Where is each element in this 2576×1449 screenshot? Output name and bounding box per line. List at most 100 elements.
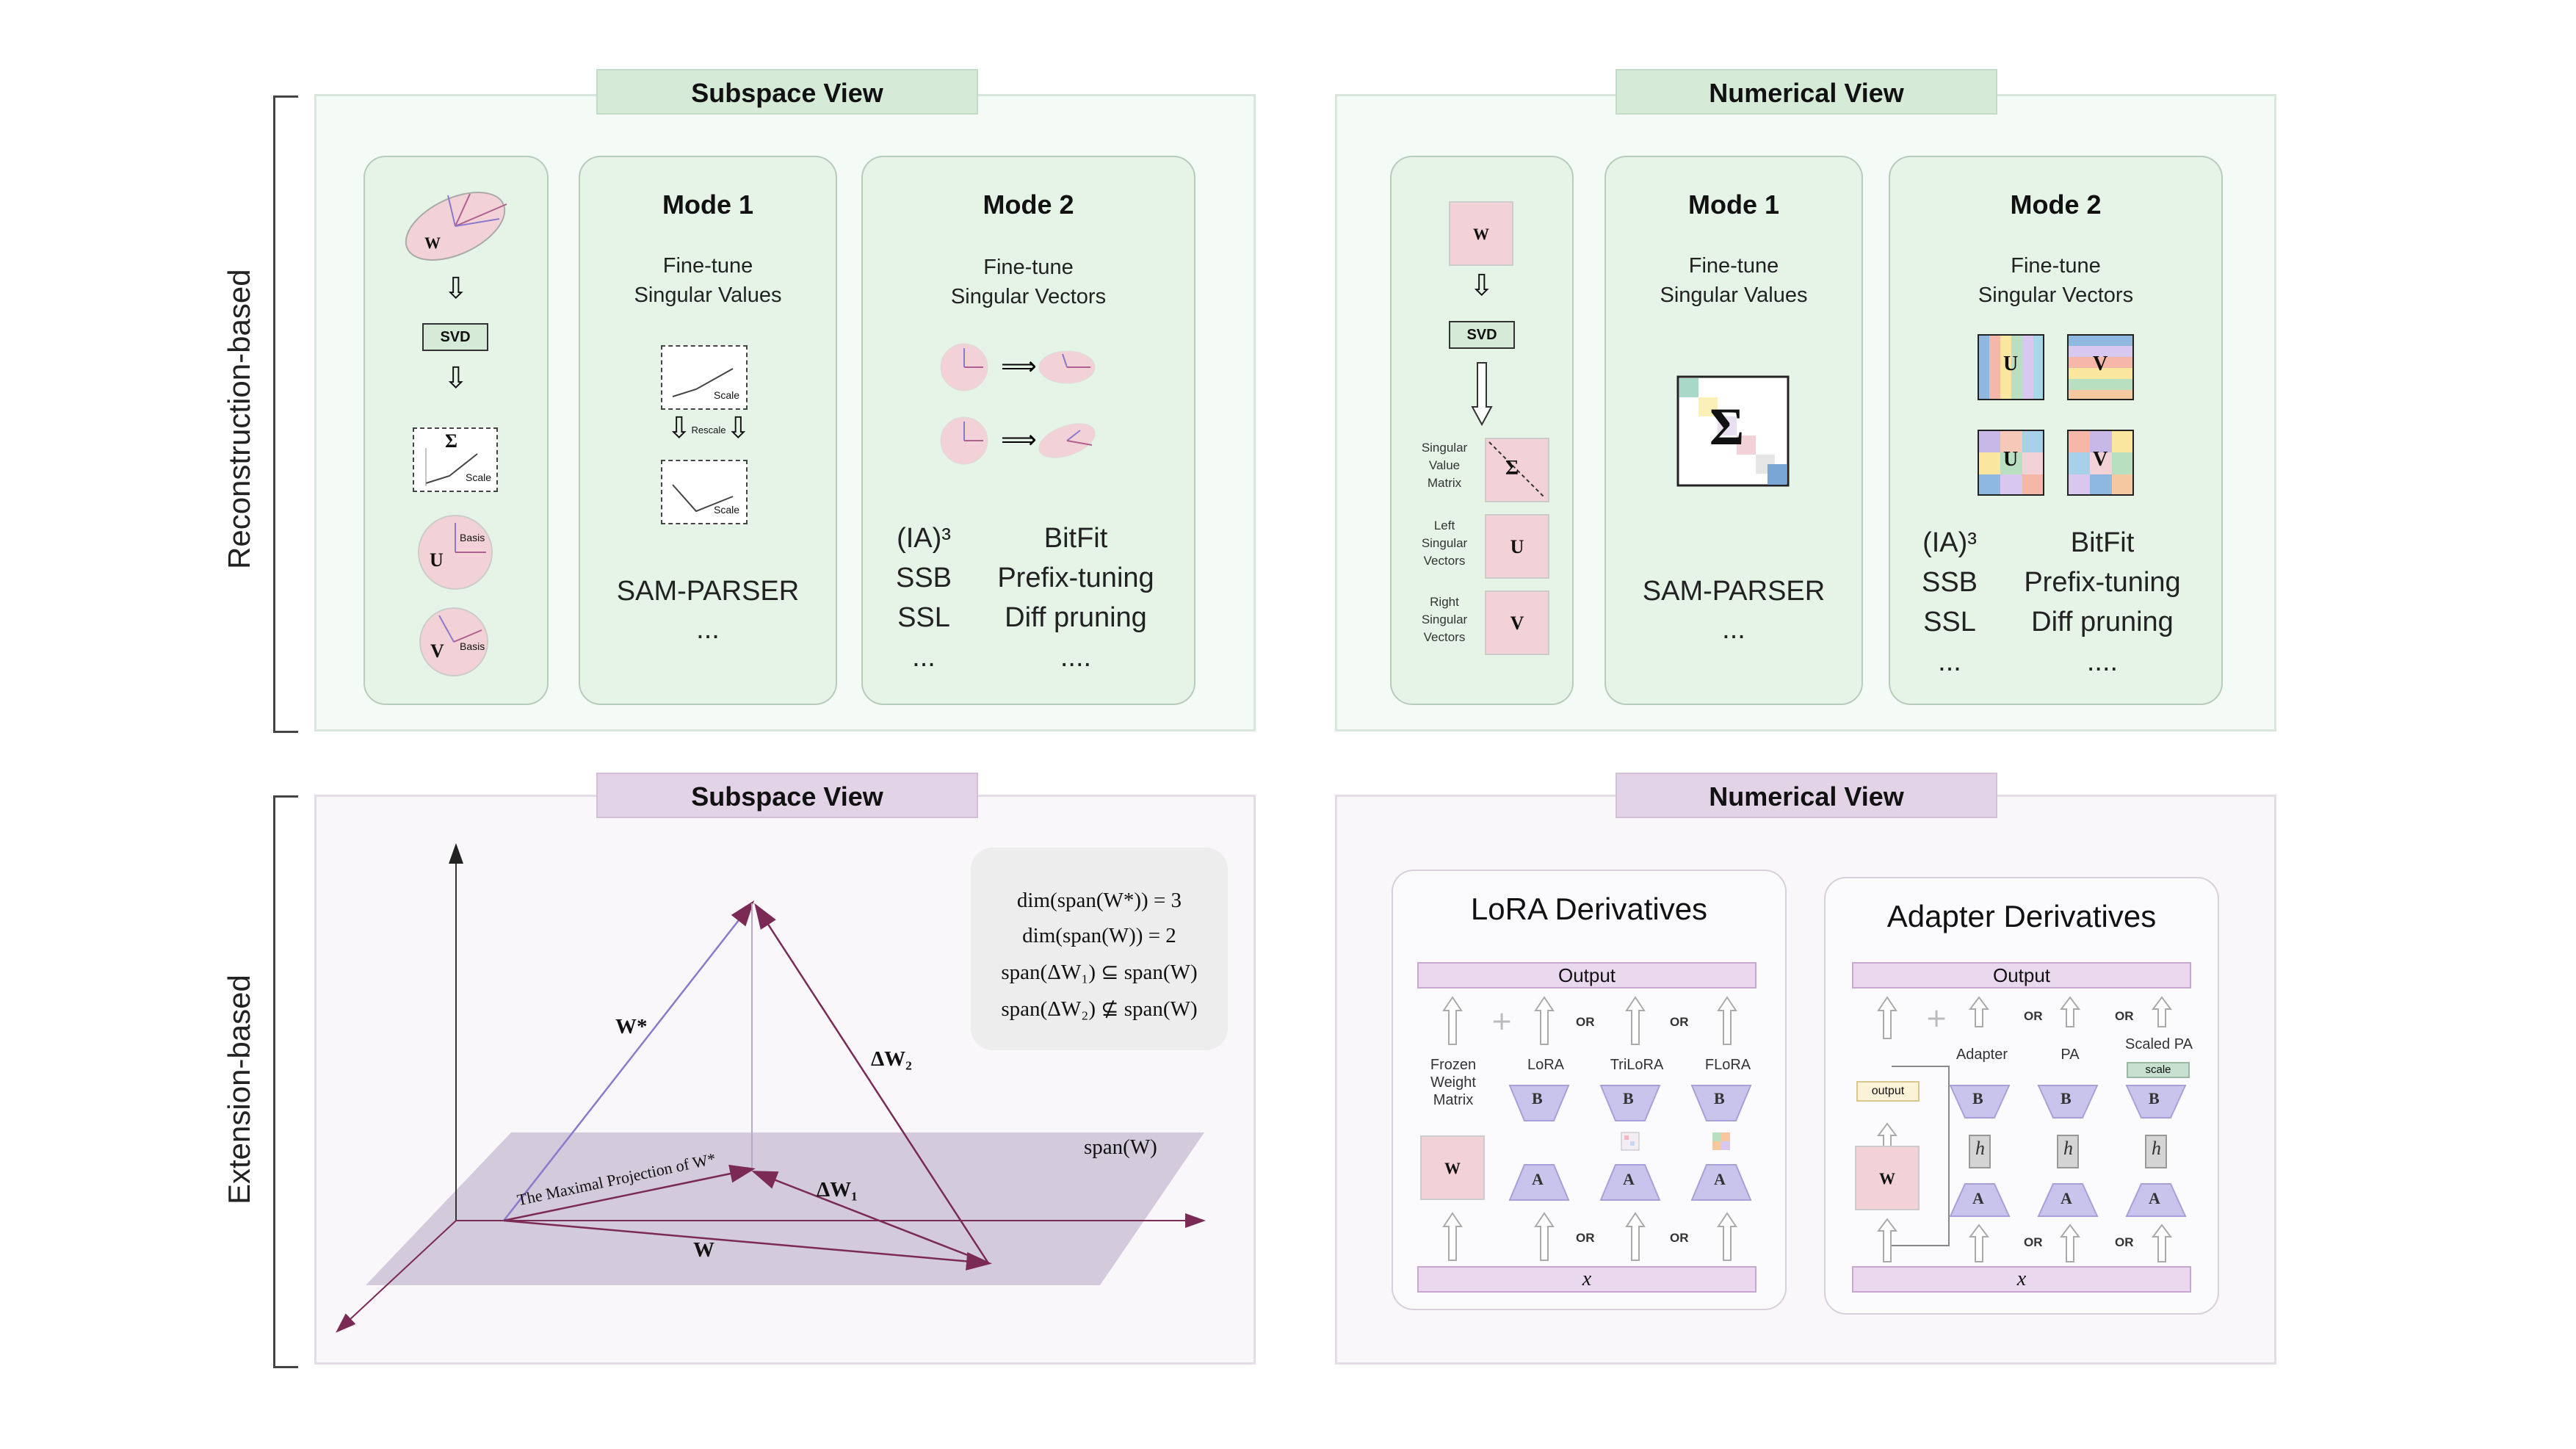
tl-mode2-left-method-1: SSB [895,563,952,593]
tl-mode1-scale-box-2 [661,460,748,524]
adapter-or-top-1: OR [2024,1009,2043,1023]
adapter-output-bar: Output [1852,962,2191,989]
tl-down-arrow-2-icon: ⇩ [444,362,468,394]
top-left-title: Subspace View [596,69,978,115]
tr-mode2-u-label-1: U [2003,353,2019,375]
lora-variant-2: FLoRA [1704,1057,1751,1073]
bl-label-delta-w1: ΔW₁ [817,1178,858,1202]
bl-label-span-w: span(W) [1084,1135,1157,1159]
tl-basis-label-2: Basis [460,640,485,652]
lora-variant-1: TriLoRA [1610,1057,1664,1073]
lora-down-arrows-icon [1442,1212,1737,1261]
lora-a-2: A [1714,1170,1726,1188]
tl-mode1-curve-1-icon [672,368,734,397]
adapter-or-bottom-2: OR [2115,1235,2134,1249]
tl-mode1-title: Mode 1 [662,189,753,220]
tl-mode1-rescale-arrows-icon: ⇩Rescale⇩ [667,412,750,444]
tr-w-square: W [1449,201,1513,266]
bl-formula-3: span(ΔW₂) ⊈ span(W) [1001,997,1198,1021]
adapter-variant-0: Adapter [1955,1047,2008,1063]
tr-v-square: V [1485,590,1549,655]
tl-mode2-right-method-1: Prefix-tuning [997,563,1154,593]
svg-text:⟹: ⟹ [1001,425,1037,455]
bl-vector-space-diagram [336,843,1206,1333]
tr-mode1-method-1: ... [1722,614,1745,645]
tr-mode1-desc2: Singular Values [1660,283,1808,307]
lora-b-2: B [1714,1089,1725,1107]
tr-mode1-sigma-matrix [1676,375,1790,487]
lora-or-bottom-2: OR [1670,1231,1689,1245]
tl-scale-label: Scale [466,471,492,483]
tl-mode2-right-method-0: BitFit [1043,523,1108,554]
tl-svd-box: SVD [422,323,488,351]
bl-formula-box [971,848,1228,1050]
tr-mode2-u-matrix-striped [1978,334,2044,400]
tl-mode1-desc2: Singular Values [634,283,782,307]
row-bracket-top [273,95,298,733]
tr-mode1-method-0: SAM-PARSER [1642,576,1826,607]
tr-mode2-right-method-0: BitFit [2070,527,2135,558]
tl-mode1-rescale-label: Rescale [691,424,726,436]
tl-mode1-desc1: Fine-tune [662,254,753,278]
adapter-scale-badge: scale [2127,1062,2190,1078]
tl-v-label: V [430,640,444,662]
bottom-left-title: Subspace View [596,773,978,818]
bl-label-w-star: W* [615,1015,648,1038]
lora-a-1: A [1623,1170,1635,1188]
bl-label-w: W [693,1238,714,1262]
tl-basis-label-1: Basis [460,532,485,543]
tl-scale-curve-icon [425,448,478,486]
tl-mode2-card [861,156,1195,705]
tr-mode2-title: Mode 2 [2010,189,2102,220]
tl-u-label: U [430,549,444,571]
tr-item-label-2: Right Singular Vectors [1421,595,1468,644]
tr-mode1-sigma-glyph: Σ [1710,397,1745,456]
adapter-or-top-2: OR [2115,1009,2134,1023]
tr-mode2-right-method-3: .... [2086,646,2119,677]
tl-u-circle-icon [418,515,493,590]
tl-mode1-curve-2-icon [672,484,734,513]
adapter-h-2: h [2152,1138,2161,1159]
tr-mode2-v-matrix-mosaic [2067,430,2134,496]
adapter-input-bar: x [1852,1266,2191,1293]
adapter-or-bottom-1: OR [2024,1235,2043,1249]
lora-title: LoRA Derivatives [1470,892,1708,926]
svg-text:+: + [1491,1006,1513,1036]
tl-v-circle-icon [419,607,488,676]
bl-formula-2: span(ΔW₁) ⊆ span(W) [1001,961,1198,984]
tr-mode2-right-method-2: Diff pruning [2031,607,2174,637]
lora-a-0: A [1532,1170,1544,1188]
lora-trapezoids [1508,1085,1752,1201]
adapter-arrows-icon: + [1877,996,2172,1262]
tr-sigma-glyph: Σ [1505,457,1519,480]
tl-mode2-right-method-3: .... [1060,642,1092,673]
svg-text:⟹: ⟹ [1001,352,1037,381]
tl-sigma-glyph: Σ [445,430,457,452]
tl-sigma-box [413,427,498,492]
tr-mode2-card [1889,156,2223,705]
lora-frozen-label: Frozen Weight Matrix [1430,1057,1477,1108]
adapter-b-2: B [2149,1089,2160,1107]
adapter-h-1: h [2063,1138,2073,1159]
adapter-bottlenecks [1949,1085,2187,1217]
tr-mode2-u-matrix-mosaic [1978,430,2044,496]
tl-mode2-desc1: Fine-tune [983,256,1074,279]
row-bracket-bottom [273,795,298,1368]
lora-w-square: W [1420,1135,1485,1200]
tl-mode1-scale-box-1 [661,345,748,410]
tl-mode1-method-1: ... [696,614,720,645]
tr-mode2-left-method-3: ... [1938,646,1961,677]
tl-mode1-scale-label-1: Scale [714,389,740,401]
tl-mode2-desc2: Singular Vectors [950,285,1107,308]
tr-mode2-left-method-2: SSL [1923,607,1976,637]
lora-or-bottom-1: OR [1576,1231,1595,1245]
tr-down-arrow-1-icon: ⇩ [1469,270,1494,302]
tl-mode2-left-method-3: ... [912,642,936,673]
tl-w-ellipse-icon [405,192,507,261]
adapter-b-1: B [2061,1089,2072,1107]
tl-mode1-method-0: SAM-PARSER [616,576,800,607]
lora-b-0: B [1532,1089,1543,1107]
top-right-title: Numerical View [1616,69,1997,115]
tl-mode2-left-method-0: (IA)³ [897,523,951,554]
lora-or-top-2: OR [1670,1015,1689,1029]
